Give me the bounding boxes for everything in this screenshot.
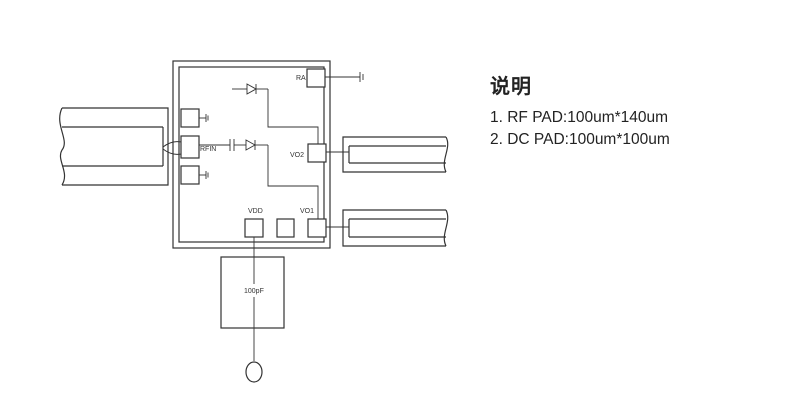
rfin-label: RFIN <box>200 146 216 153</box>
input-capacitor-diode <box>199 139 319 221</box>
notes-title: 说明 <box>490 74 532 98</box>
rf-input-probe <box>59 107 191 186</box>
capacitor-value-label: 100pF <box>244 288 264 295</box>
vo2-label: VO2 <box>290 152 304 159</box>
vo2-pad: VO2 <box>290 143 327 163</box>
supply-terminal <box>245 361 263 383</box>
ra-label: RA <box>296 75 306 82</box>
vo1-label: VO1 <box>300 208 314 215</box>
unlabeled-pad <box>276 218 295 238</box>
chip-outer-border <box>172 60 331 249</box>
vo1-pad: VO1 <box>300 208 327 238</box>
vdd-pad: VDD <box>244 208 264 238</box>
diode-top-symbol <box>232 83 319 146</box>
bypass-capacitor: 100pF <box>220 237 285 361</box>
rfin-pad: RFIN <box>180 135 216 159</box>
vo1-output-probe <box>326 209 449 247</box>
ra-pad: RA <box>296 68 364 88</box>
vdd-label: VDD <box>248 208 263 215</box>
note-dc-pad: 2. DC PAD:100um*100um <box>490 131 670 148</box>
notes-panel: 说明 1. RF PAD:100um*140um 2. DC PAD:100um… <box>490 70 670 153</box>
note-rf-pad: 1. RF PAD:100um*140um <box>490 109 669 126</box>
ground-pad-top <box>180 108 209 128</box>
ground-pad-bottom <box>180 165 209 185</box>
vo2-output-probe <box>326 136 449 173</box>
